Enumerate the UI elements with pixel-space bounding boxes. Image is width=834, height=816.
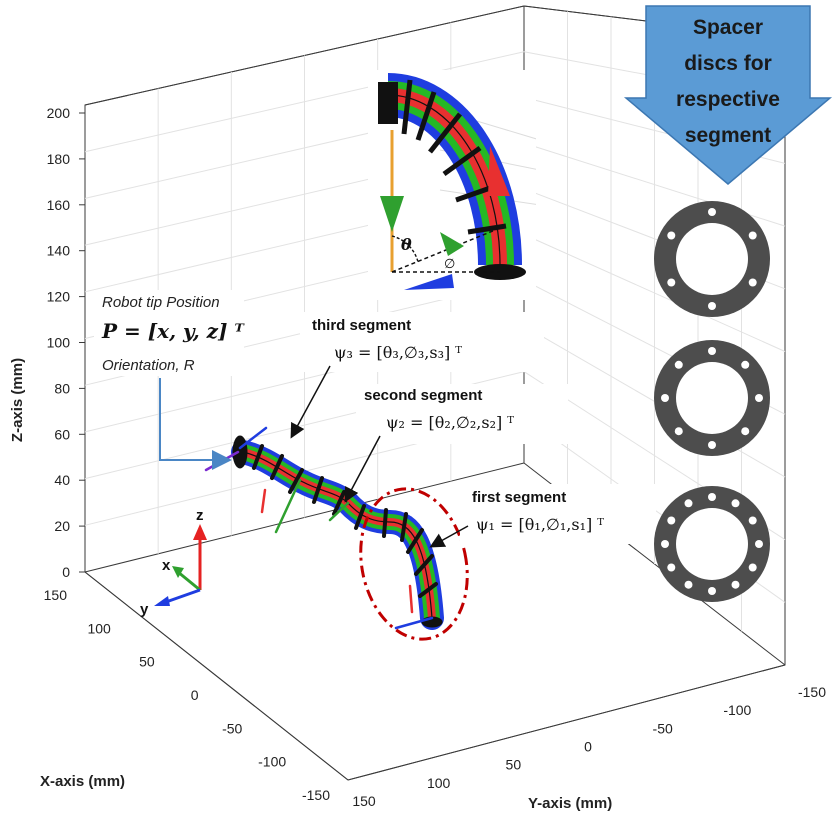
second-segment-eq: ψ₂ = [θ₂,∅₂,s₂] ᵀ [386,413,514,432]
spacer-disc [654,486,770,602]
z-axis-label: Z-axis (mm) [9,358,26,442]
disc-hole [748,231,757,240]
disc-hole [731,499,740,508]
x-tick-label: 100 [87,620,111,636]
z-tick-labels: 0 20 40 60 80 100 120 140 160 180 200 [47,105,85,580]
disc-hole [667,516,676,525]
disc-hole [748,563,757,572]
y-axis-label: Y-axis (mm) [528,795,612,812]
disc-hole [674,427,683,436]
robot-tip-orientation: Orientation, R [102,357,195,374]
base-coordinate-frame: z x y [140,507,207,618]
disc-hole [708,208,716,216]
continuum-robot [204,426,444,630]
segment-arc-inset: θ ∅ [368,70,536,300]
disc-hole [708,493,716,501]
robot-tip-position: P = [x, y, z] ᵀ [101,319,245,343]
third-segment-annotation: third segment ψ₃ = [θ₃,∅₃,s₃] ᵀ [290,312,544,439]
frame-y-label: y [140,601,149,618]
z-tick-label: 60 [54,426,70,442]
z-tick-label: 100 [47,335,71,351]
disc-hole [748,516,757,525]
z-tick-label: 40 [54,472,70,488]
x-tick-label: 150 [44,587,68,603]
disc-hole [731,580,740,589]
disc-hole [708,587,716,595]
z-tick-label: 200 [47,105,71,121]
disc-hole [741,360,750,369]
disc-hole [667,563,676,572]
spacer-disc [654,201,770,317]
disc-hole [667,278,676,287]
frame-x-label: x [162,557,171,574]
z-tick-label: 120 [47,289,71,305]
banner-line-3: respective [676,88,780,111]
y-tick-label: 150 [352,793,376,809]
phi-symbol: ∅ [444,257,455,272]
second-segment-annotation: second segment ψ₂ = [θ₂,∅₂,s₂] ᵀ [344,384,568,503]
first-segment-eq: ψ₁ = [θ₁,∅₁,s₁] ᵀ [476,515,604,534]
disc-hole [674,360,683,369]
x-tick-labels: 150 100 50 0 -50 -100 -150 [44,587,331,803]
z-tick-label: 80 [54,380,70,396]
banner-line-4: segment [685,124,771,147]
robot-tip-annotation: Robot tip Position P = [x, y, z] ᵀ Orien… [94,290,245,376]
disc-hole [684,580,693,589]
first-segment-highlight [359,487,469,641]
frame-z-label: z [196,507,204,524]
tip-pointer-arrow [159,378,232,470]
x-tick-label: -100 [258,754,286,770]
disc-hole [684,499,693,508]
first-segment-annotation: first segment ψ₁ = [θ₁,∅₁,s₁] ᵀ [429,484,656,548]
x-axis-label: X-axis (mm) [40,773,125,790]
second-segment-label: second segment [364,387,482,404]
z-tick-label: 0 [62,564,70,580]
theta-symbol: θ [401,235,412,254]
robot-tip-title: Robot tip Position [102,294,220,311]
y-tick-label: 100 [427,775,451,791]
y-tick-label: 0 [584,739,592,755]
disc-hole [741,427,750,436]
y-tick-labels: 150 100 50 0 -50 -100 -150 [352,684,826,809]
spacer-banner: Spacer discs for respective segment [623,5,833,185]
disc-hole [661,394,669,402]
y-tick-label: -100 [723,702,751,718]
third-segment-label: third segment [312,317,411,334]
y-tick-label: 50 [506,757,522,773]
banner-line-1: Spacer [693,16,763,39]
disc-hole [661,540,669,548]
x-tick-label: -150 [302,787,330,803]
banner-line-2: discs for [684,52,772,75]
disc-hole [755,540,763,548]
spacer-discs [654,201,770,602]
spacer-disc [654,340,770,456]
z-tick-label: 20 [54,518,70,534]
z-tick-label: 160 [47,197,71,213]
disc-hole [667,231,676,240]
first-segment-label: first segment [472,489,566,506]
x-tick-label: 50 [139,654,155,670]
disc-hole [708,441,716,449]
x-tick-label: 0 [191,687,199,703]
disc-hole [755,394,763,402]
disc-hole [708,347,716,355]
y-tick-label: -150 [798,684,826,700]
x-tick-label: -50 [222,720,242,736]
z-tick-label: 180 [47,151,71,167]
z-tick-label: 140 [47,243,71,259]
y-tick-label: -50 [653,720,673,736]
disc-hole [748,278,757,287]
third-segment-eq: ψ₃ = [θ₃,∅₃,s₃] ᵀ [334,343,462,362]
disc-hole [708,302,716,310]
